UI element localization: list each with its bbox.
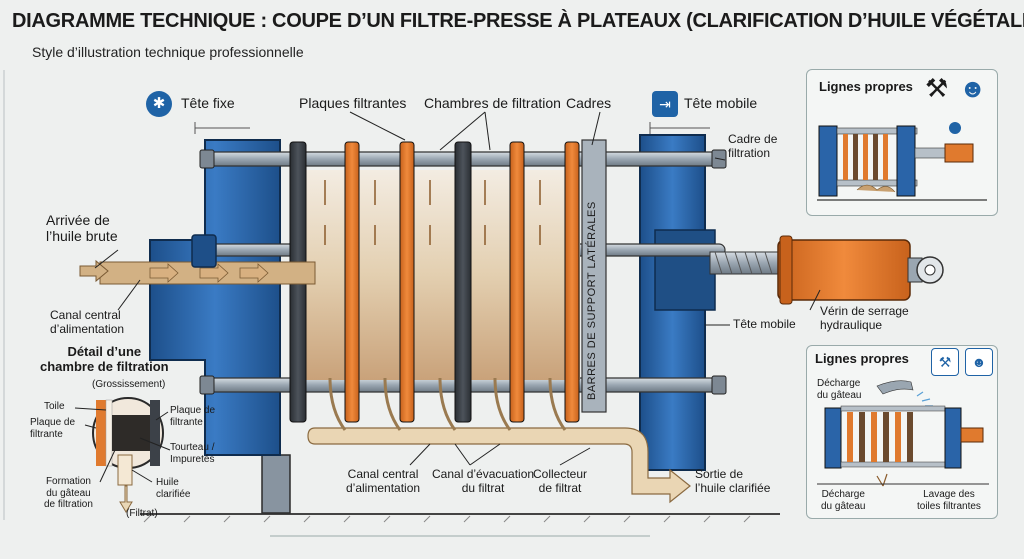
label-sortie-line1: Sortie de [695,467,744,481]
hydraulic-cylinder [777,239,911,301]
detail-title-line1: Détail d’une [67,344,142,359]
detail-formation-line2: du gâteau [46,487,91,499]
inlet-arrow [79,259,109,283]
detail-filtrat: (Filtrat) [126,508,158,519]
panel-top-illustration [817,122,987,201]
detail-plaque-right-line1: Plaque de [170,405,216,416]
panel-top-title: Lignes propres [819,79,913,94]
moving-head-icon: ⇥ [652,91,678,117]
label-cadre-filtration-line1: Cadre de [728,132,778,146]
panel-bottom-decharge-bot-line2: du gâteau [821,500,866,512]
panel-bottom-decharge-top: Décharge du gâteau [817,378,862,401]
label-chambres-filtration: Chambres de filtration [424,95,561,111]
label-tete-fixe: Tête fixe [181,95,235,111]
detail-formation: Formation du gâteau de filtration [44,476,93,511]
label-verin: Vérin de serrage hydraulique [820,304,909,333]
panel-bottom-decharge-bot-line1: Décharge [821,489,865,500]
label-canal-central-bottom-line1: Canal central [347,467,419,481]
label-arrivee: Arrivée de l’huile brute [46,212,118,244]
detail-plaque-left-line2: filtrante [30,428,63,440]
label-collecteur-line2: de filtrat [538,480,582,495]
detail-tourteau-line1: Tourteau / [170,442,215,453]
label-canal-central-bottom: Canal central d’alimentation [346,467,421,496]
tools-icon: ⚒ [925,73,949,103]
detail-toile: Toile [44,401,65,412]
label-cadre-filtration-line2: filtration [728,145,771,160]
label-tete-mobile-top: Tête mobile [684,95,758,111]
label-barres-support: BARRES DE SUPPORT LATÉRALES [586,201,598,400]
panel-bottom-title: Lignes propres [815,351,909,366]
panel-bottom-lavage-line2: toiles filtrantes [917,500,981,512]
detail-formation-line3: de filtration [44,499,93,510]
panel-bottom-lavage-line1: Lavage des [923,489,975,500]
detail-plaque-right-line2: filtrante [170,416,203,428]
panel-lignes-propres-bottom: Lignes propres ⚒ ☻ Décharge du gâteau Dé… [806,345,998,519]
panel-bottom-illustration [817,380,989,487]
detail-tourteau: Tourteau / Impuretés [170,442,214,465]
stand-leg [261,454,291,514]
label-sortie: Sortie de l’huile clarifiée [695,467,771,496]
label-verin-line1: Vérin de serrage [820,304,909,318]
label-canal-central-left: Canal central d’alimentation [50,308,125,337]
detail-title: Détail d’une chambre de filtration [40,344,169,375]
tools-icon-bottom: ⚒ [931,348,959,376]
panel-bottom-decharge-top-line1: Décharge [817,378,861,389]
detail-plaque-right: Plaque de filtrante [170,405,215,428]
label-canal-central-left-line2: d’alimentation [50,321,125,336]
label-canal-evac-line1: Canal d’évacuation [432,467,535,481]
floor-hatch [143,515,751,523]
side-support-bar [581,139,607,413]
panel-lignes-propres-top: Lignes propres ⚒ ☻ [806,69,998,216]
label-canal-evac-line2: du filtrat [461,480,505,495]
detail-tourteau-line2: Impuretés [170,453,215,465]
detail-subtitle: (Grossissement) [92,379,166,390]
panel-bottom-decharge-bot: Décharge du gâteau [821,489,866,512]
panel-bottom-lavage: Lavage des toiles filtrantes [917,489,981,512]
worker-icon: ☻ [959,73,987,103]
label-verin-line2: hydraulique [820,317,883,332]
detail-magnifier [92,397,164,513]
label-collecteur: Collecteur de filtrat [533,467,588,496]
panel-bottom-decharge-top-line2: du gâteau [817,389,862,401]
label-sortie-line2: l’huile clarifiée [695,480,771,495]
detail-huile-line1: Huile [156,477,179,488]
label-arrivee-line1: Arrivée de [46,212,110,228]
page-subtitle: Style d’illustration technique professio… [32,44,304,60]
detail-huile-line2: clarifiée [156,488,191,500]
label-tete-mobile-right: Tête mobile [733,317,796,331]
label-arrivee-line2: l’huile brute [46,228,118,245]
label-plaques-filtrantes: Plaques filtrantes [299,95,407,111]
page-title: DIAGRAMME TECHNIQUE : COUPE D’UN FILTRE-… [12,10,1024,32]
label-collecteur-line1: Collecteur [533,467,588,481]
detail-plaque-left: Plaque de filtrante [30,417,75,440]
detail-plaque-left-line1: Plaque de [30,417,76,428]
label-canal-evacuation: Canal d’évacuation du filtrat [432,467,535,496]
label-cadres: Cadres [566,95,612,111]
label-canal-central-left-line1: Canal central [50,308,121,322]
detail-huile: Huile clarifiée [156,477,190,500]
label-cadre-filtration: Cadre de filtration [728,132,778,161]
wrench-icon: ✱ [146,91,172,117]
detail-title-line2: chambre de filtration [40,358,169,374]
worker-icon-bottom: ☻ [965,348,993,376]
filtrate-collector [307,427,691,504]
detail-formation-line1: Formation [45,476,91,487]
label-canal-central-bottom-line2: d’alimentation [346,480,421,495]
